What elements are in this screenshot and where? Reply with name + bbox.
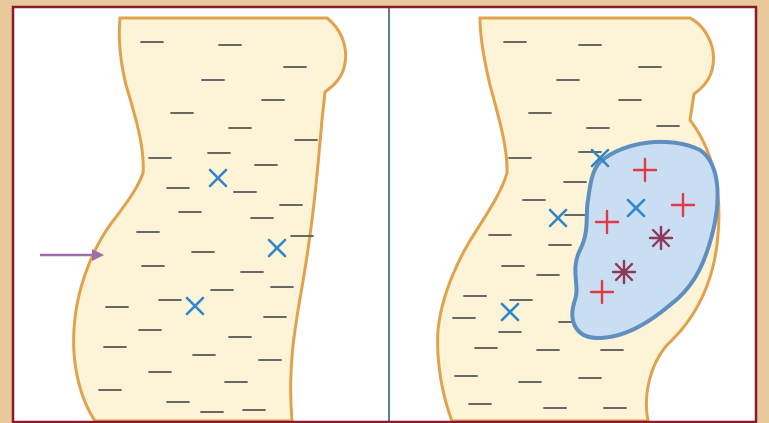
- asterisk-icon: [613, 261, 635, 283]
- asterisk-icon: [650, 227, 672, 249]
